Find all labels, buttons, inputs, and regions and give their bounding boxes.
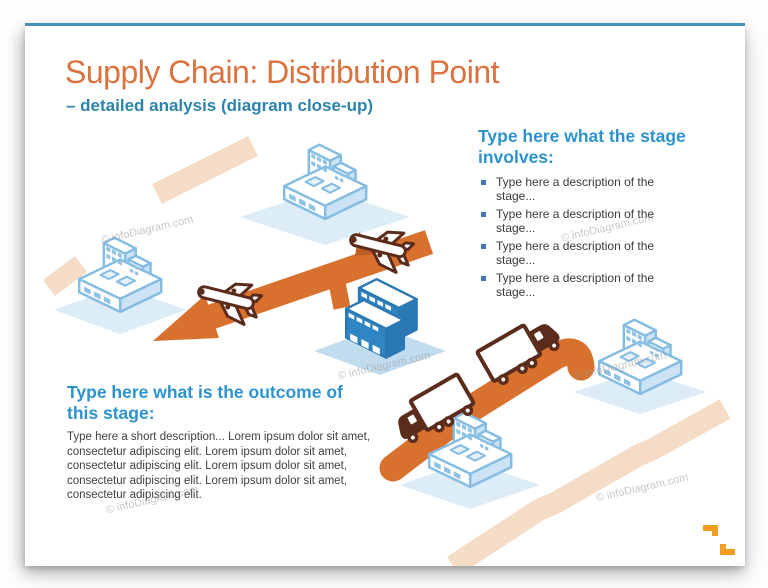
stage-involves-list: Type here a description of the stage... … (478, 175, 678, 299)
stage-involves-heading: Type here what the stage involves: (478, 126, 686, 167)
ground-road (379, 338, 595, 482)
stage-outcome-heading: Type here what is the outcome of this st… (67, 382, 343, 423)
supply-chain-diagram (43, 136, 735, 566)
stage-outcome-panel[interactable]: Type here what is the outcome of this st… (67, 382, 379, 503)
truck-icon (475, 323, 560, 386)
airplane-icon (197, 282, 264, 326)
stage-involves-panel[interactable]: Type here what the stage involves: Type … (478, 126, 708, 304)
slide-top-accent-bar (25, 23, 745, 26)
warehouse-icon (345, 278, 418, 359)
airplane-icon (349, 230, 416, 274)
list-item[interactable]: Type here a description of the stage... (481, 271, 678, 299)
infodiagram-logo-icon (703, 525, 735, 555)
slide-subtitle: – detailed analysis (diagram close-up) (66, 96, 374, 115)
list-item[interactable]: Type here a description of the stage... (481, 207, 678, 235)
list-item[interactable]: Type here a description of the stage... (481, 175, 678, 203)
faded-road (43, 136, 731, 566)
slide-title: Supply Chain: Distribution Point (65, 54, 500, 90)
stage-outcome-body[interactable]: Type here a short description... Lorem i… (67, 431, 370, 501)
slide-card: Supply Chain: Distribution Point – detai… (25, 23, 745, 566)
list-item[interactable]: Type here a description of the stage... (481, 239, 678, 267)
truck-icon (398, 372, 476, 444)
